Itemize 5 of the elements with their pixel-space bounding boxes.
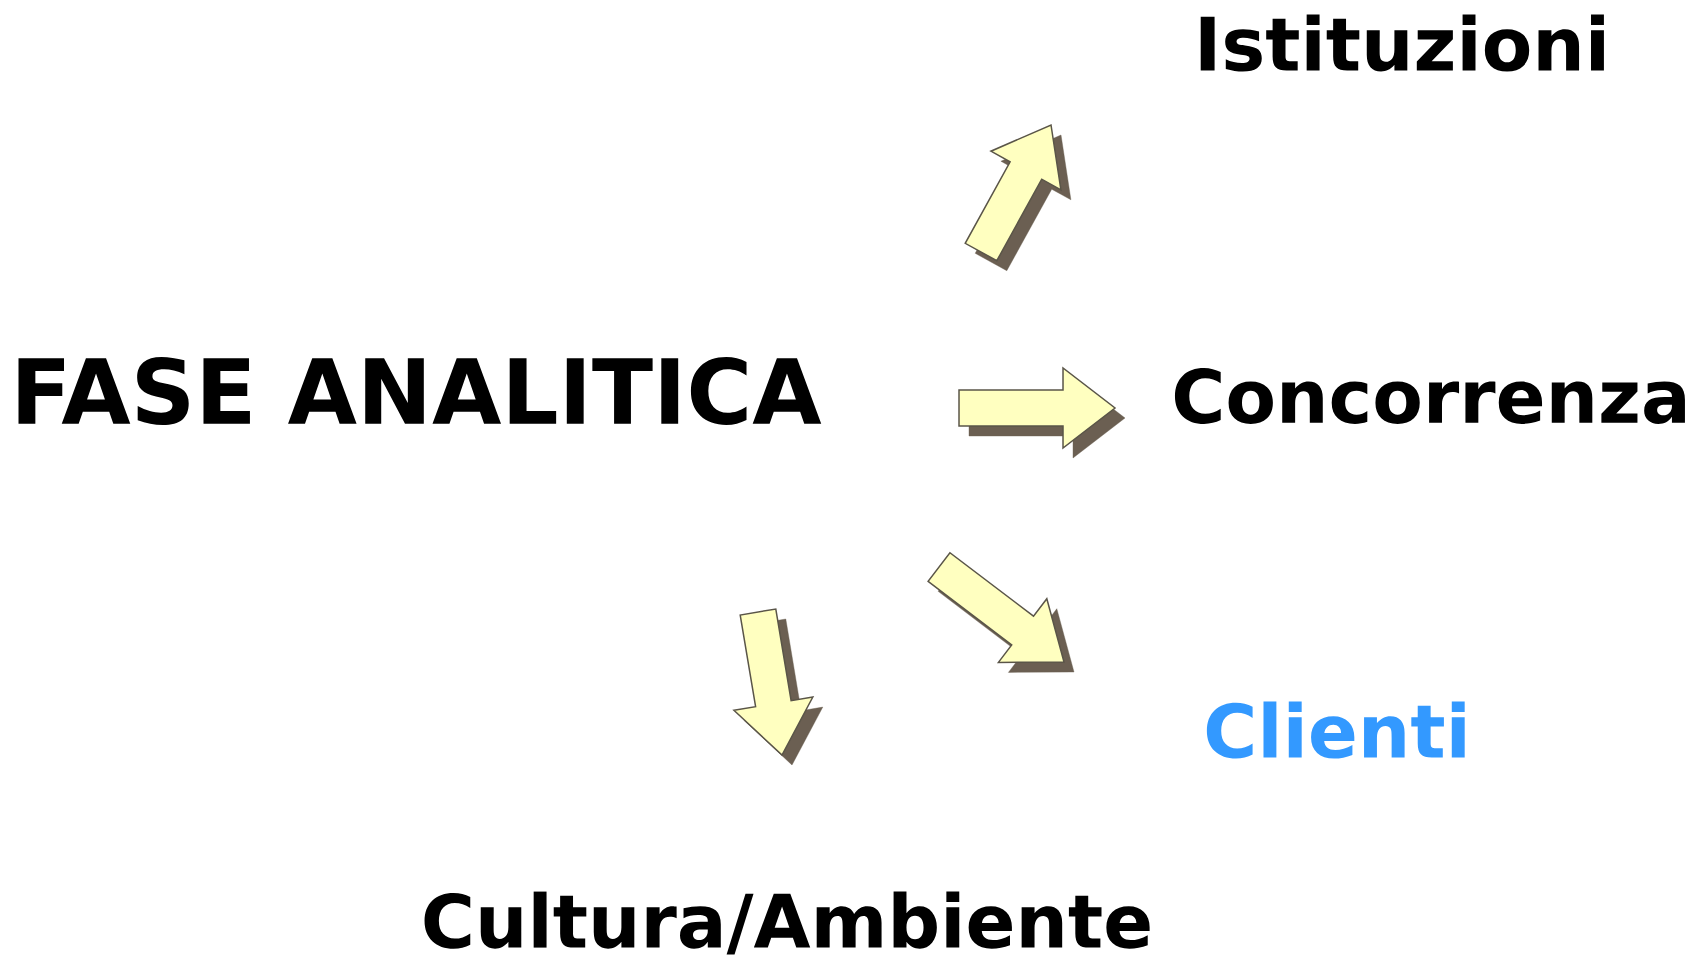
label-text: Cultura/Ambiente	[424, 891, 1150, 955]
label-text: FASE ANALITICA	[18, 357, 822, 425]
label-text: Istituzioni	[1200, 14, 1604, 72]
label-text: Concorrenza	[1174, 368, 1685, 424]
label-text: Clienti	[1206, 701, 1465, 759]
